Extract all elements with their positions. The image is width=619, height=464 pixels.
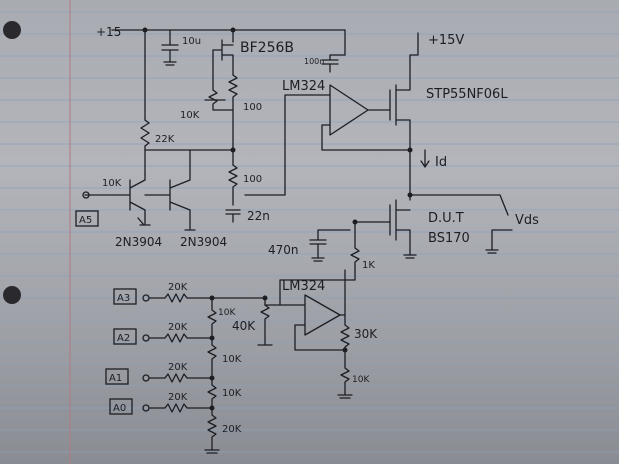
res-20k-bottom-label: 20K <box>222 424 242 435</box>
res-20k-a0-label: 20K <box>168 392 188 403</box>
punch-hole-top <box>3 21 21 39</box>
cap-470n-label: 470n <box>268 243 299 257</box>
junction-dots <box>142 27 413 411</box>
cap-100n-label: 100n <box>304 57 324 66</box>
opamp-bottom-label: LM324 <box>282 279 325 294</box>
rail-label-right: +15V <box>428 33 464 48</box>
opamp-top-label: LM324 <box>282 79 325 94</box>
res-100-a-label: 100 <box>243 102 262 113</box>
res-20k-a1-label: 20K <box>168 362 188 373</box>
input-a0-label: A0 <box>113 403 126 414</box>
input-a3-label: A3 <box>117 293 130 304</box>
res-10k-l3-label: 10K <box>222 388 242 399</box>
res-30k-label: 30K <box>354 327 378 341</box>
res-40k-label: 40K <box>232 319 256 333</box>
mosfet-power-label: STP55NF06L <box>426 87 508 102</box>
cap-22n-label: 22n <box>247 209 270 223</box>
input-terminals <box>82 191 150 412</box>
punch-hole-bottom <box>3 286 21 304</box>
res-22k-label: 22K <box>155 134 175 145</box>
ruled-lines <box>0 11 619 453</box>
res-20k-a3-label: 20K <box>168 282 188 293</box>
res-base-10k-label: 10K <box>102 178 122 189</box>
transistor-q2-label: 2N3904 <box>180 235 227 249</box>
res-100-b-label: 100 <box>243 174 262 185</box>
id-label: Id <box>435 155 447 170</box>
wires <box>84 29 513 454</box>
dut-part-label: BS170 <box>428 231 470 246</box>
jfet-label: BF256B <box>240 40 294 56</box>
res-10k-out-label: 10K <box>352 375 370 385</box>
input-a5-label: A5 <box>79 215 92 226</box>
input-a2-label: A2 <box>117 333 130 344</box>
dut-label: D.U.T <box>428 211 464 226</box>
vds-label: Vds <box>515 213 539 228</box>
cap-10u-label: 10u <box>182 36 201 47</box>
input-a1-label: A1 <box>109 373 122 384</box>
rail-label-top: +15 <box>96 25 121 39</box>
res-10k-l2-label: 10K <box>222 354 242 365</box>
pot-10k-label: 10K <box>180 110 200 121</box>
input-boxes <box>75 210 137 415</box>
res-1k-label: 1K <box>362 260 375 271</box>
res-10k-l1-label: 10K <box>218 308 236 318</box>
res-20k-a2-label: 20K <box>168 322 188 333</box>
transistor-q1-label: 2N3904 <box>115 235 162 249</box>
